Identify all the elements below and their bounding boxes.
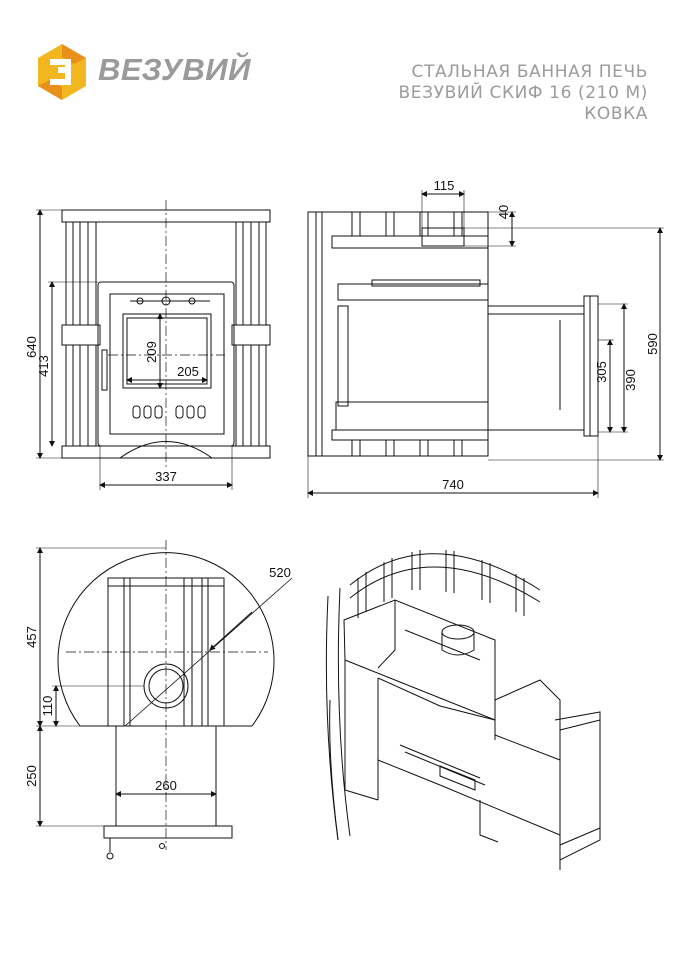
dim-side-flue-height: 40 [496,205,511,219]
top-view [36,540,293,860]
dim-front-glass-height: 209 [144,341,159,363]
dim-front-height-door: 413 [36,355,51,377]
front-view [36,200,271,490]
title-line-3: КОВКА [584,104,648,124]
dim-top-offset: 110 [40,696,55,717]
dim-front-glass-width: 205 [177,364,199,379]
side-view [307,190,664,498]
brand-logo-icon [38,44,86,100]
dim-top-tunnel-length: 250 [24,765,39,787]
dim-top-tunnel-width: 260 [155,778,177,793]
dim-side-height-right: 590 [645,333,660,355]
dim-side-flue-offset: 115 [434,178,455,193]
title-line-2: ВЕЗУВИЙ СКИФ 16 (210 М) [398,83,648,103]
dim-side-height-390: 390 [623,369,638,391]
dim-top-depth: 457 [24,626,39,648]
product-title: СТАЛЬНАЯ БАННАЯ ПЕЧЬ ВЕЗУВИЙ СКИФ 16 (21… [399,62,648,125]
brand-name: ВЕЗУВИЙ [98,52,251,87]
dim-front-height-total: 640 [24,336,39,358]
dim-side-height-305: 305 [594,361,609,383]
title-line-1: СТАЛЬНАЯ БАННАЯ ПЕЧЬ [411,62,648,82]
dim-side-length: 740 [442,477,464,492]
dim-top-radius: 520 [269,565,291,580]
isometric-view [325,550,601,870]
dim-front-width: 337 [155,469,177,484]
